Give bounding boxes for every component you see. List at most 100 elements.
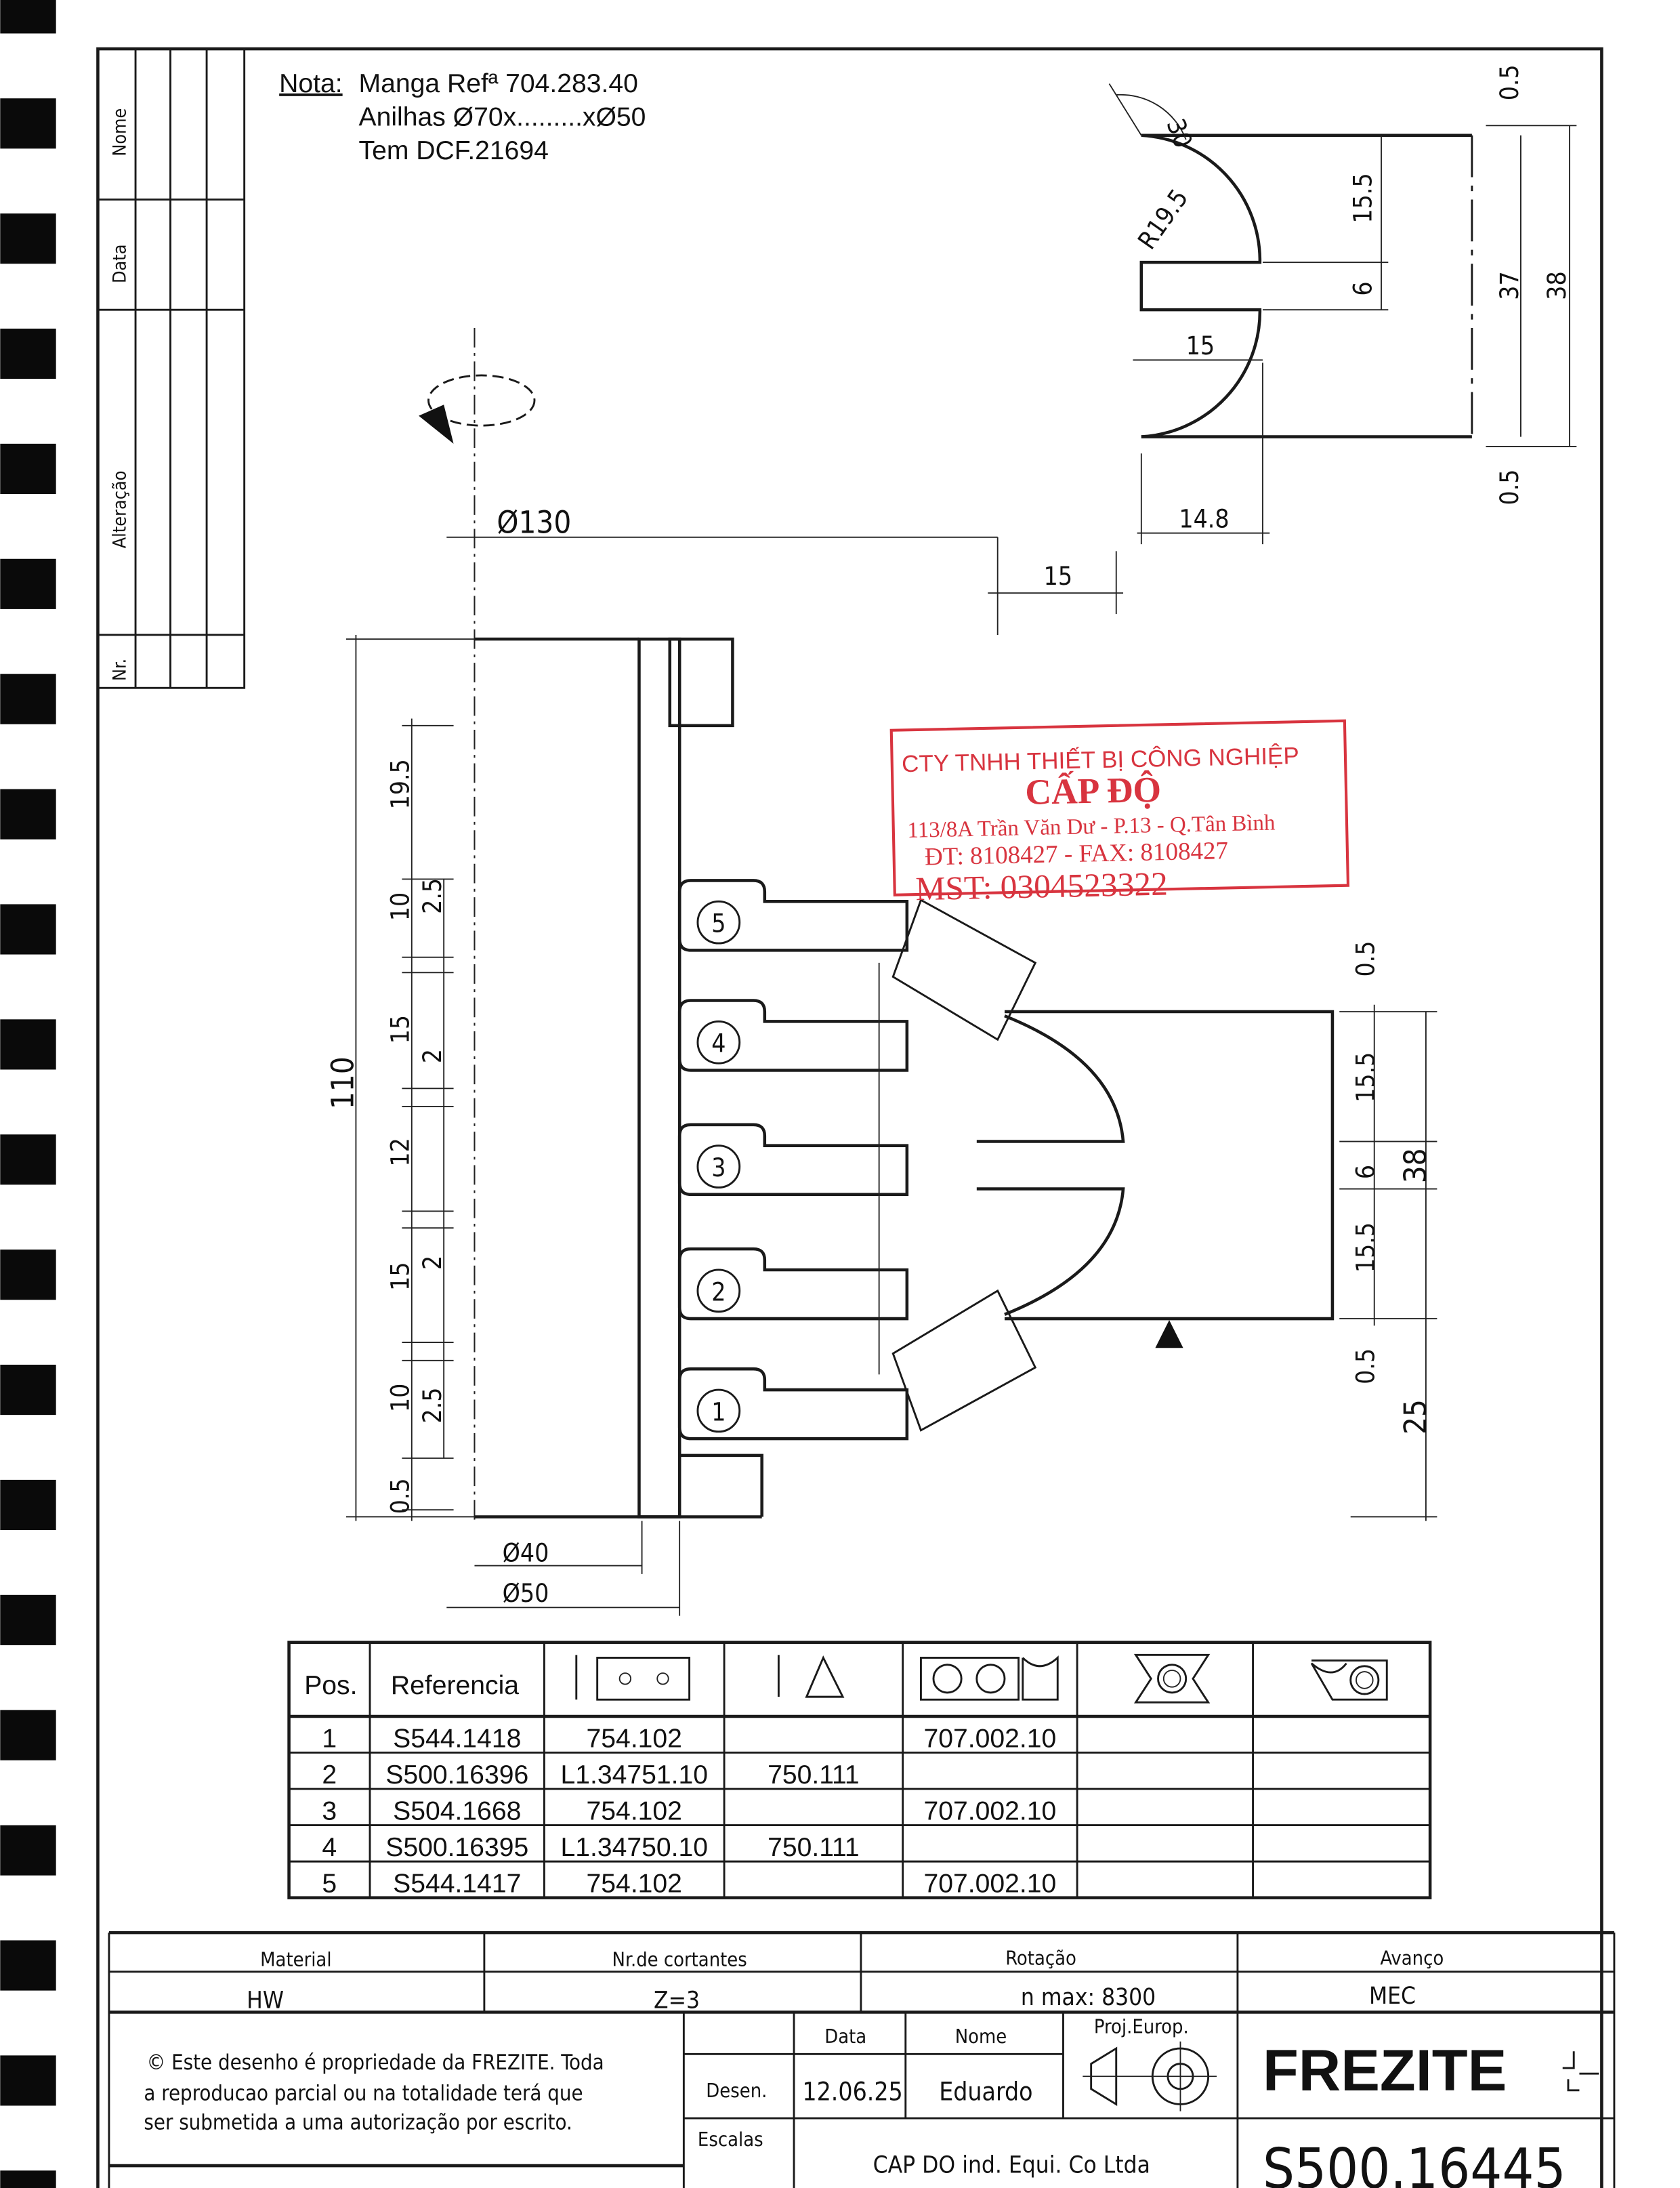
stamp-company-name: CẤP ĐỘ <box>1025 769 1162 812</box>
drawing-number: S500.16445 <box>1263 2137 1566 2188</box>
drawn-label: Desen. <box>706 2079 767 2102</box>
table-cell: S544.1418 <box>393 1724 521 1753</box>
binding-hole <box>0 558 56 609</box>
table-cell: 707.002.10 <box>924 1796 1057 1825</box>
binding-hole <box>0 1825 56 1876</box>
profile-detail-view: 30 R19.5 15.5 6 15 14.8 37 38 0.5 0.5 <box>1108 64 1577 545</box>
feed-label: Avanço <box>1380 1947 1444 1970</box>
header-referencia: Referencia <box>391 1671 519 1700</box>
feed-value: MEC <box>1369 1983 1416 2010</box>
note-line: Anilhas Ø70x.........xØ50 <box>359 102 646 131</box>
table-cell: L1.34750.10 <box>561 1833 709 1862</box>
left-chain-dimension: 15 <box>386 1015 415 1044</box>
table-cell: 4 <box>322 1833 337 1862</box>
right-chain-dimension: 0.5 <box>1351 941 1381 977</box>
binding-hole <box>0 1134 56 1185</box>
binding-hole <box>0 1250 56 1300</box>
binding-hole <box>0 674 56 724</box>
insert-holder <box>677 1367 909 1441</box>
right-chain-dimension: 0.5 <box>1351 1348 1381 1384</box>
dim-37: 37 <box>1495 271 1524 300</box>
position-number: 3 <box>711 1153 726 1182</box>
binding-hole <box>0 1365 56 1416</box>
date-label: Data <box>824 2025 866 2048</box>
copyright-line: ser submetida a uma autorização por escr… <box>144 2111 572 2135</box>
dim-dia-40: Ø40 <box>503 1538 549 1567</box>
table-cell: 707.002.10 <box>924 1869 1057 1898</box>
binding-hole <box>0 1019 56 1070</box>
binding-hole <box>0 443 56 494</box>
binding-hole <box>0 328 56 379</box>
stamp-tax-code: MST: 0304523322 <box>915 865 1168 908</box>
european-projection-icon <box>1083 2041 1217 2111</box>
left-chain-dimension: 10 <box>386 1384 415 1412</box>
right-chain-dimension: 38 <box>1398 1148 1433 1183</box>
binding-hole <box>0 1594 56 1645</box>
insert-holder <box>677 1247 909 1321</box>
projection-label: Proj.Europ. <box>1094 2015 1189 2038</box>
binding-holes <box>0 0 56 2188</box>
dim-angle: 30 <box>1160 115 1198 152</box>
note-line: Manga Refª 704.283.40 <box>359 69 638 98</box>
company-stamp: CTY TNHH THIẾT BỊ CÔNG NGHIỆP CẤP ĐỘ 113… <box>889 719 1350 908</box>
binding-hole <box>0 1710 56 1760</box>
name-label: Nome <box>955 2025 1007 2048</box>
table-cell: 754.102 <box>587 1869 682 1898</box>
drawn-name: Eduardo <box>939 2077 1032 2106</box>
frezite-logo: FREZITE <box>1263 2038 1507 2103</box>
table-cell: 750.111 <box>768 1833 860 1862</box>
left-chain-dimension: 19.5 <box>386 759 415 809</box>
note-line: Tem DCF.21694 <box>359 136 549 165</box>
note: Nota: Manga Refª 704.283.40 Anilhas Ø70x… <box>279 69 646 165</box>
table-cell: 3 <box>322 1796 337 1825</box>
table-cell: 754.102 <box>587 1796 682 1825</box>
position-marker <box>696 1020 741 1065</box>
left-chain-dimension: 2 <box>418 1049 447 1063</box>
binding-hole <box>0 98 56 149</box>
frezite-logo-mark-icon <box>1562 2051 1599 2092</box>
dim-dia-130: Ø130 <box>497 505 571 541</box>
dim-38: 38 <box>1542 271 1572 300</box>
table-cell: S544.1417 <box>393 1869 521 1898</box>
revision-block: Nome Data Alteração Nr. <box>97 47 246 689</box>
table-cell: 707.002.10 <box>924 1724 1057 1753</box>
left-chain-dimension: 2.5 <box>418 1388 447 1424</box>
left-chain-dimension: 12 <box>386 1138 415 1166</box>
position-marker <box>696 900 741 945</box>
binding-hole <box>0 1479 56 1531</box>
binding-hole <box>0 1940 56 1991</box>
insert-holder <box>677 1123 909 1197</box>
binding-hole <box>0 789 56 840</box>
table-cell: 5 <box>322 1869 337 1898</box>
table-cell: S500.16396 <box>385 1760 528 1790</box>
left-chain-dimension: 15 <box>386 1262 415 1290</box>
dim-15-5: 15.5 <box>1349 173 1378 223</box>
insert-holder <box>677 999 909 1072</box>
dim-0-5-top: 0.5 <box>1495 64 1524 100</box>
dim-14-8: 14.8 <box>1179 504 1229 533</box>
binding-hole <box>0 0 56 34</box>
cutters-label: Nr.de cortantes <box>612 1948 747 1971</box>
revision-label-data: Data <box>110 245 131 284</box>
left-chain-dimension: 0.5 <box>386 1478 415 1514</box>
stamp-phone: ĐT: 8108427 - FAX: 8108427 <box>925 837 1229 871</box>
copyright-line: a reproducao parcial ou na totalidade te… <box>144 2081 583 2105</box>
clamp-plate-icon <box>919 1655 1059 1701</box>
copyright-line: © Este desenho é propriedade da FREZITE.… <box>147 2050 604 2075</box>
table-cell: S500.16395 <box>385 1833 528 1862</box>
dim-6: 6 <box>1349 281 1378 295</box>
position-marker <box>696 1388 741 1433</box>
drawn-date: 12.06.25 <box>802 2077 902 2106</box>
table-cell: 754.102 <box>587 1724 682 1753</box>
table-cell: L1.34751.10 <box>561 1760 709 1790</box>
insert-holder <box>677 879 909 952</box>
material-label: Material <box>260 1948 331 1971</box>
rotation-label: Rotação <box>1005 1947 1076 1970</box>
dim-radius: R19.5 <box>1132 184 1194 254</box>
wedge-icon <box>1310 1659 1388 1701</box>
binding-hole <box>0 2055 56 2106</box>
insert-plate-icon <box>575 1655 691 1701</box>
note-label: Nota: <box>279 69 342 98</box>
